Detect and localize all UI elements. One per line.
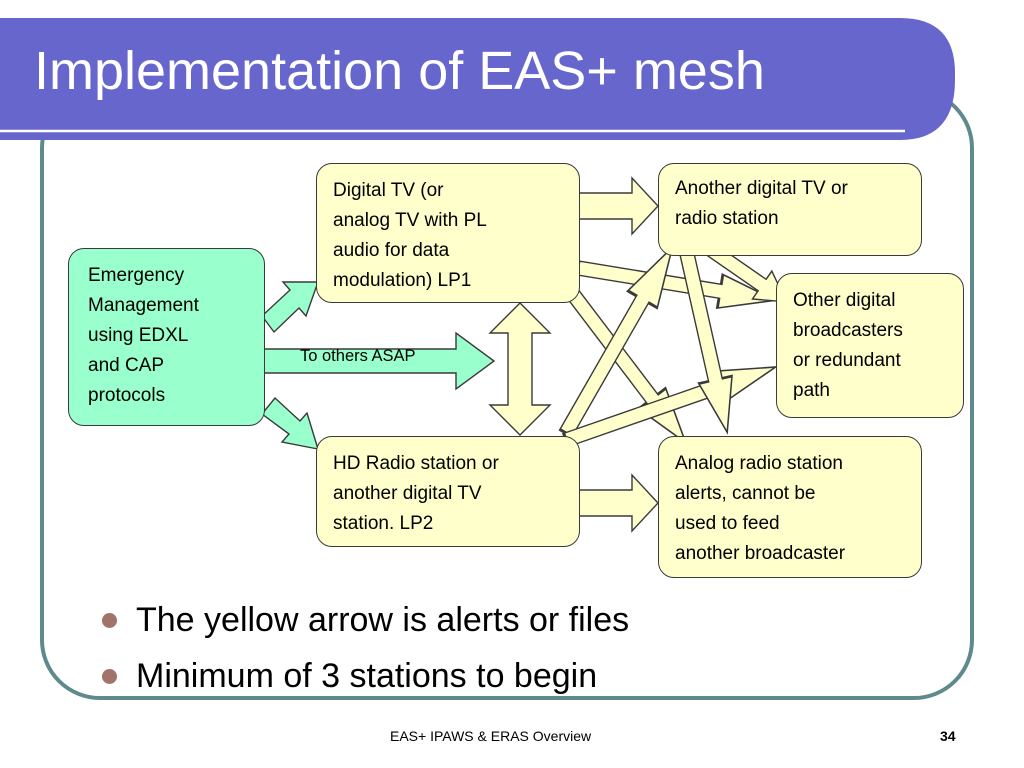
another-station-box: Another digital TV or radio station <box>658 163 922 256</box>
lp1-box: Digital TV (or analog TV with PL audio f… <box>316 163 580 303</box>
box-line: Analog radio station <box>675 453 843 474</box>
box-line: broadcasters <box>793 320 903 341</box>
page-number: 34 <box>940 728 956 744</box>
bullet-dot <box>102 613 117 628</box>
box-line: alerts, cannot be <box>675 483 816 504</box>
mesh-arrows <box>549 227 797 458</box>
analog-radio-box: Analog radio station alerts, cannot be u… <box>658 436 922 578</box>
box-line: or redundant <box>793 350 901 371</box>
emergency-arrows <box>260 281 496 450</box>
emergency-management-box: Emergency Management using EDXL and CAP … <box>68 248 265 426</box>
arrow-em-to-others <box>261 331 496 391</box>
box-line: protocols <box>88 385 166 406</box>
arrow-em-to-lp2 <box>260 396 320 450</box>
box-line: station. LP2 <box>333 513 434 534</box>
bullet-dot <box>102 669 117 684</box>
box-line: Other digital <box>793 290 896 311</box>
box-line: using EDXL <box>88 325 189 346</box>
box-line: HD Radio station or <box>333 453 499 474</box>
title-band <box>0 18 955 140</box>
box-line: used to feed <box>675 513 780 534</box>
bullet-item: The yellow arrow is alerts or files <box>100 598 629 654</box>
box-line: audio for data <box>333 240 450 261</box>
bullet-text: Minimum of 3 stations to begin <box>136 657 598 695</box>
to-others-label: To others ASAP <box>300 347 416 365</box>
box-line: Another digital TV or <box>675 178 848 199</box>
box-line: path <box>793 380 830 401</box>
box-line: Digital TV (or <box>333 180 444 201</box>
box-line: Management <box>88 295 199 316</box>
lp2-box: HD Radio station or another digital TV s… <box>316 436 580 547</box>
box-line: radio station <box>675 208 779 229</box>
bullet-list: The yellow arrow is alerts or files Mini… <box>100 598 629 710</box>
box-line: Emergency <box>88 265 185 286</box>
box-line: another broadcaster <box>675 543 846 564</box>
arrow-lp1-to-another-station <box>577 176 659 236</box>
arrow-lp1-lp2-bidirectional <box>488 302 552 436</box>
bullet-item: Minimum of 3 stations to begin <box>100 654 629 710</box>
box-line: another digital TV <box>333 483 482 504</box>
bullet-text: The yellow arrow is alerts or files <box>136 601 630 639</box>
box-line: modulation) LP1 <box>333 270 472 291</box>
arrow-em-to-lp1 <box>261 281 319 334</box>
box-line: and CAP <box>88 355 165 376</box>
arrow-lp2-to-analog-radio <box>577 473 659 533</box>
other-broadcasters-box: Other digital broadcasters or redundant … <box>776 273 964 418</box>
slide-title: Implementation of EAS+ mesh <box>34 41 765 101</box>
box-line: analog TV with PL <box>333 210 487 231</box>
footer-text: EAS+ IPAWS & ERAS Overview <box>390 728 592 744</box>
